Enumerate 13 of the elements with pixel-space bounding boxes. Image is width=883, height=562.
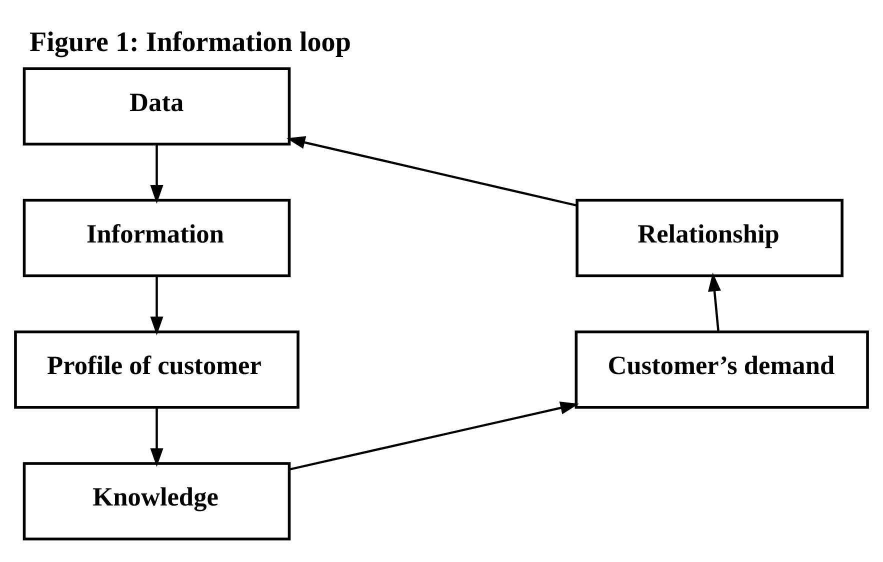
node-box: Customer’s demand <box>574 330 869 409</box>
arrow <box>150 144 164 204</box>
node-box: Relationship <box>576 198 844 278</box>
arrow <box>708 272 721 332</box>
arrow <box>150 276 164 336</box>
node-box: Information <box>22 198 291 278</box>
arrow <box>150 408 164 467</box>
node-box: Profile of customer <box>14 330 300 409</box>
diagram-title: Figure 1: Information loop <box>30 26 351 58</box>
arrow <box>286 136 577 207</box>
node-box: Knowledge <box>22 462 291 540</box>
arrow <box>289 402 579 471</box>
node-box: Data <box>22 67 291 146</box>
